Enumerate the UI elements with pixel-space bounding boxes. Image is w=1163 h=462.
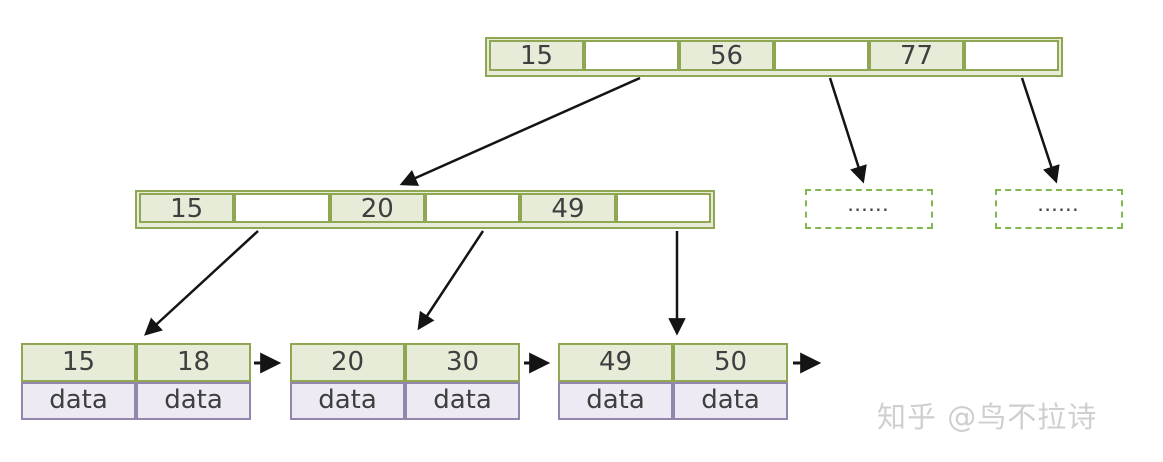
internal-pointer-cell — [234, 193, 330, 223]
leaf-key-row: 49 50 — [558, 343, 788, 382]
root-key-cell: 77 — [869, 40, 964, 71]
root-pointer-cell — [964, 40, 1059, 71]
leaf-data-cell: data — [21, 382, 136, 420]
leaf-data-row: data data — [290, 382, 520, 420]
leaf-key-cell: 15 — [21, 343, 136, 382]
overflow-node-1: ...... — [805, 189, 933, 229]
root-pointer-cell — [584, 40, 679, 71]
edge-internal-to-leaf-1-arrow — [144, 230, 259, 336]
leaf-data-row: data data — [21, 382, 251, 420]
edge-root-to-internal-arrow — [399, 76, 641, 186]
edge-internal-to-leaf-2-arrow — [417, 230, 485, 331]
root-pointer-cell — [774, 40, 869, 71]
root-node: 15 56 77 — [485, 37, 1063, 77]
leaf-key-cell: 30 — [405, 343, 520, 382]
leaf-data-cell: data — [673, 382, 788, 420]
root-key-cell: 56 — [679, 40, 774, 71]
edge-root-to-overflow-2-arrow — [1020, 77, 1060, 184]
leaf-data-cell: data — [405, 382, 520, 420]
internal-key-cell: 15 — [139, 193, 235, 224]
watermark: 知乎 @鸟不拉诗 — [877, 400, 1098, 434]
leaf-node-1: 15 18 data data — [21, 343, 251, 420]
leaf-data-cell: data — [136, 382, 251, 420]
leaf-key-row: 15 18 — [21, 343, 251, 382]
edge-root-to-overflow-1-arrow — [828, 77, 867, 184]
leaf-key-cell: 20 — [290, 343, 405, 382]
leaf-key-cell: 50 — [673, 343, 788, 382]
internal-pointer-cell — [424, 193, 521, 223]
root-key-cell: 15 — [489, 40, 584, 71]
leaf-key-cell: 49 — [558, 343, 673, 382]
leaf-key-cell: 18 — [136, 343, 251, 382]
leaf-node-3: 49 50 data data — [558, 343, 788, 420]
internal-node: 15 20 49 — [135, 190, 715, 229]
internal-pointer-cell — [615, 193, 711, 223]
internal-key-cell: 49 — [520, 193, 616, 224]
leaf-data-cell: data — [558, 382, 673, 420]
leaf-key-row: 20 30 — [290, 343, 520, 382]
leaf-data-cell: data — [290, 382, 405, 420]
leaf-node-2: 20 30 data data — [290, 343, 520, 420]
leaf-data-row: data data — [558, 382, 788, 420]
internal-key-cell: 20 — [329, 193, 425, 224]
overflow-node-2: ...... — [995, 189, 1123, 229]
